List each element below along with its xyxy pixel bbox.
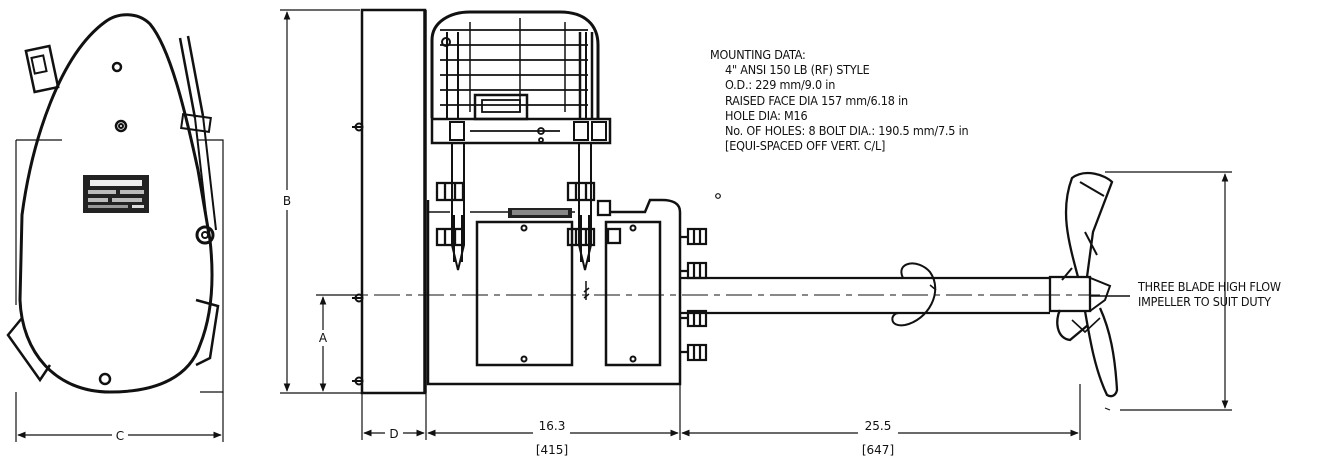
bolt-icon	[111, 61, 123, 73]
name-plate	[83, 175, 149, 213]
impeller-note: THREE BLADE HIGH FLOW IMPELLER TO SUIT D…	[1138, 279, 1281, 309]
mounting-data-line: No. OF HOLES: 8 BOLT DIA.: 190.5 mm/7.5 …	[725, 123, 969, 139]
mounting-data-line: O.D.: 229 mm/9.0 in	[725, 77, 836, 93]
mounting-data-heading: MOUNTING DATA:	[710, 47, 806, 62]
impeller-note-line1: THREE BLADE HIGH FLOW	[1138, 279, 1281, 294]
motor	[430, 10, 600, 121]
mounting-data-line: [EQUI-SPACED OFF VERT. C/L]	[725, 138, 886, 154]
belt-guard	[360, 8, 427, 395]
mounting-data-line: 4" ANSI 150 LB (RF) STYLE	[725, 62, 870, 78]
housing-outline	[18, 13, 214, 394]
dimension-body-length-mm: [415]	[536, 443, 568, 457]
dimension-shaft-length-mm: [647]	[862, 443, 894, 457]
dimension-b-label: B	[283, 194, 291, 208]
gearbox-body	[426, 198, 682, 386]
junction-box	[24, 44, 60, 94]
elevation-view: B A	[280, 8, 1232, 457]
dimension-body-length: 16.3	[539, 419, 566, 433]
dimension-a-label: A	[319, 331, 328, 345]
mounting-data-line: HOLE DIA: M16	[725, 107, 808, 123]
mounting-data-note: MOUNTING DATA: 4" ANSI 150 LB (RF) STYLE…	[710, 47, 969, 154]
impeller	[1048, 171, 1130, 398]
motor-plate	[430, 117, 612, 145]
dimension-c-label: C	[116, 429, 124, 443]
dimension-shaft-length: 25.5	[865, 419, 892, 433]
shaft	[330, 262, 1100, 327]
mounting-data-line: RAISED FACE DIA 157 mm/6.18 in	[725, 92, 908, 108]
dimension-d-label: D	[389, 427, 398, 441]
impeller-note-line2: IMPELLER TO SUIT DUTY	[1138, 294, 1271, 310]
end-view: C	[6, 13, 224, 443]
